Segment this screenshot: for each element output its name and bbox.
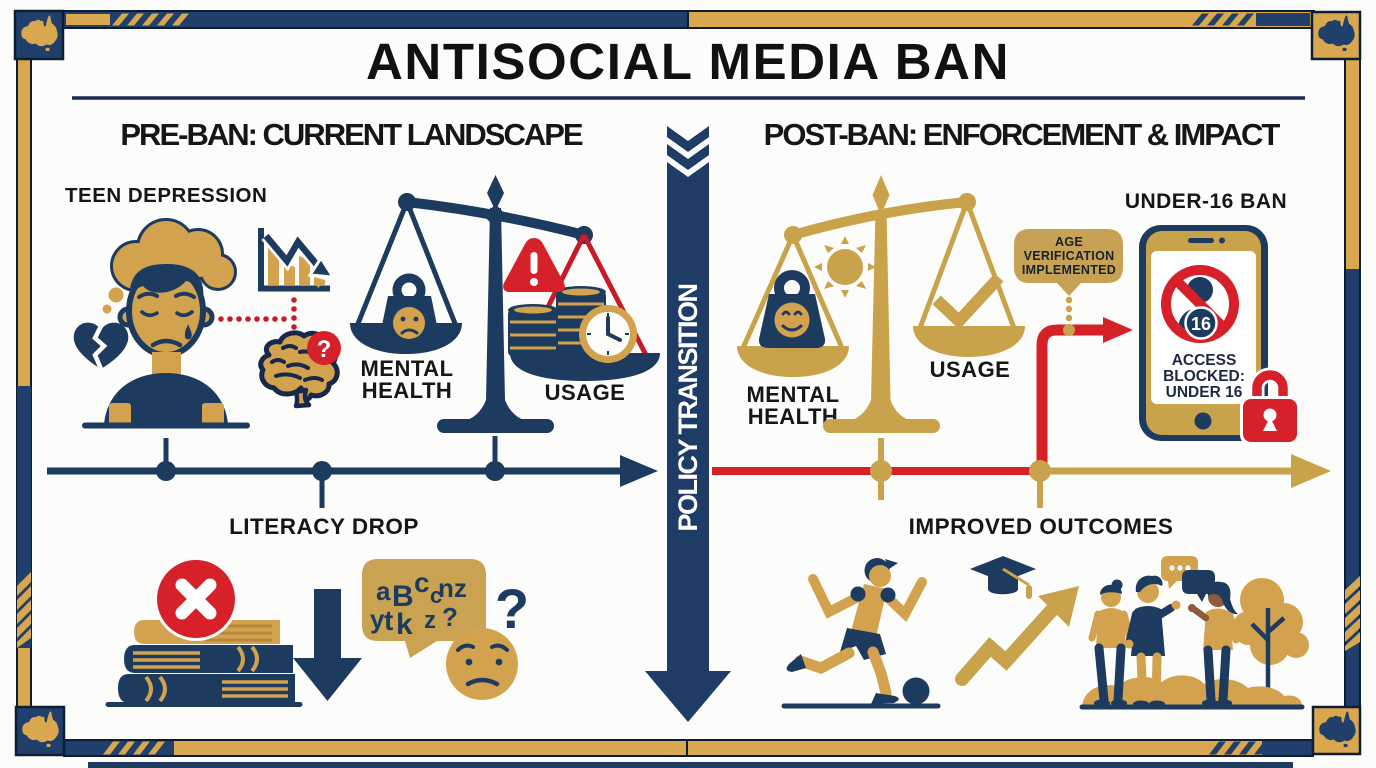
svg-text:y: y	[370, 604, 385, 634]
svg-text:IMPROVED OUTCOMES: IMPROVED OUTCOMES	[909, 514, 1174, 539]
svg-text:MENTAL: MENTAL	[360, 356, 453, 381]
svg-text:a: a	[376, 576, 391, 606]
svg-text:nz: nz	[438, 573, 467, 603]
svg-text:IMPLEMENTED: IMPLEMENTED	[1022, 263, 1116, 277]
svg-text:HEALTH: HEALTH	[362, 378, 453, 403]
svg-text:ANTISOCIAL MEDIA BAN: ANTISOCIAL MEDIA BAN	[366, 33, 1010, 90]
svg-text:USAGE: USAGE	[930, 357, 1011, 382]
svg-text:PRE-BAN: CURRENT LANDSCAPE: PRE-BAN: CURRENT LANDSCAPE	[120, 117, 583, 152]
svg-text:TEEN DEPRESSION: TEEN DEPRESSION	[65, 184, 267, 207]
svg-text:USAGE: USAGE	[545, 380, 626, 405]
svg-text:c: c	[414, 567, 430, 598]
svg-text:AGE: AGE	[1055, 235, 1083, 249]
svg-text:z: z	[424, 607, 436, 634]
svg-text:POLICY TRANSITION: POLICY TRANSITION	[673, 284, 703, 531]
svg-text:16: 16	[1191, 314, 1211, 334]
svg-text:UNDER 16: UNDER 16	[1166, 384, 1243, 401]
svg-text:?: ?	[495, 577, 529, 640]
svg-text:LITERACY DROP: LITERACY DROP	[229, 514, 419, 539]
svg-text:POST-BAN: ENFORCEMENT & IMPACT: POST-BAN: ENFORCEMENT & IMPACT	[764, 117, 1281, 152]
svg-text:B: B	[392, 580, 414, 613]
svg-text:MENTAL: MENTAL	[746, 382, 839, 407]
svg-text:ACCESS: ACCESS	[1172, 352, 1237, 369]
svg-text:k: k	[396, 608, 413, 641]
svg-text:?: ?	[317, 336, 332, 363]
svg-text:VERIFICATION: VERIFICATION	[1024, 249, 1115, 263]
svg-text:c: c	[430, 583, 442, 608]
svg-text:HEALTH: HEALTH	[748, 404, 839, 429]
svg-text:t: t	[384, 605, 393, 636]
svg-text:?: ?	[442, 602, 458, 632]
svg-text:UNDER-16 BAN: UNDER-16 BAN	[1125, 190, 1287, 213]
svg-text:BLOCKED:: BLOCKED:	[1163, 368, 1245, 385]
